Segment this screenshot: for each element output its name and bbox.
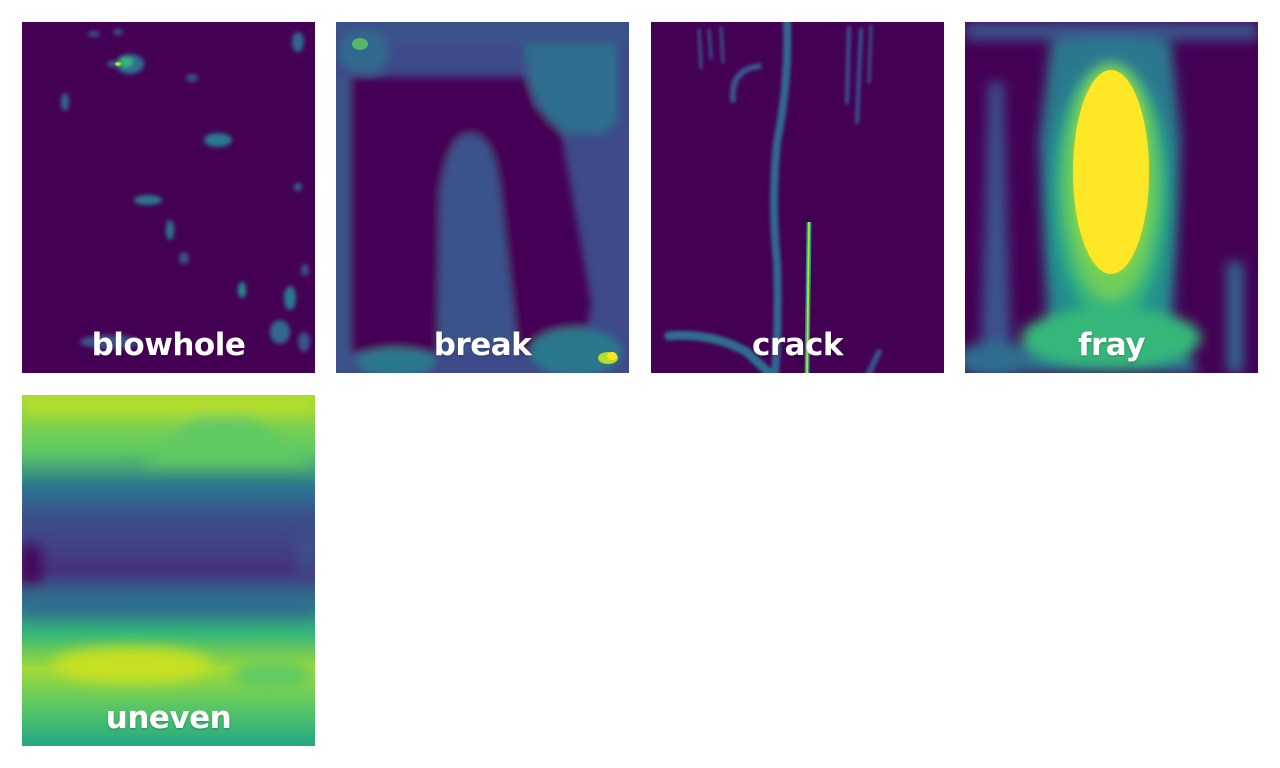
tile-label: uneven xyxy=(105,700,232,736)
heatmap-tile-blowhole[interactable]: blowhole xyxy=(22,22,315,373)
heatmap-tile-break[interactable]: break xyxy=(336,22,629,373)
crack-heatmap xyxy=(651,22,944,373)
break-heatmap xyxy=(336,22,629,373)
tile-label: break xyxy=(433,327,532,363)
heatmap-tile-crack[interactable]: crack xyxy=(651,22,944,373)
tile-label: crack xyxy=(751,327,844,363)
fray-heatmap xyxy=(965,22,1258,373)
tile-label: fray xyxy=(1078,327,1145,363)
tile-label: blowhole xyxy=(91,327,246,363)
heatmap-tile-fray[interactable]: fray xyxy=(965,22,1258,373)
blowhole-heatmap xyxy=(22,22,315,373)
uneven-heatmap xyxy=(22,395,315,746)
heatmap-tile-uneven[interactable]: uneven xyxy=(22,395,315,746)
